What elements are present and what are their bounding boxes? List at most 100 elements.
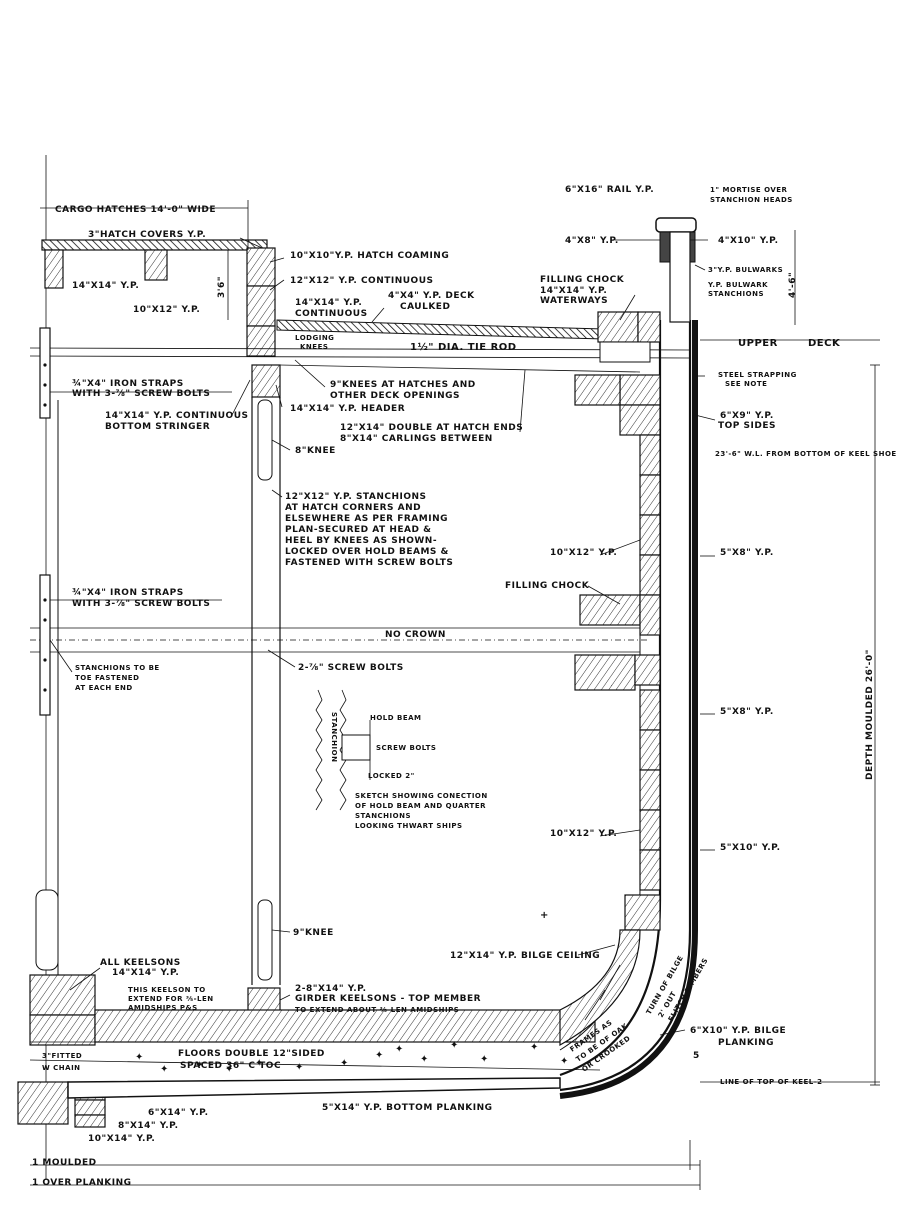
- label-bottom-planking: 5"X14" Y.P. BOTTOM PLANKING: [322, 1103, 493, 1113]
- label-locked: LOCKED 2": [368, 772, 415, 780]
- label-girder-b: GIRDER KEELSONS - TOP MEMBER: [295, 994, 481, 1004]
- dimension-lines: [30, 200, 880, 1190]
- label-sketch-b: OF HOLD BEAM AND QUARTER: [355, 802, 486, 810]
- label-girder-a: 2-8"X14" Y.P.: [295, 984, 367, 994]
- svg-text:✦: ✦: [225, 1064, 234, 1075]
- label-screw-bolts: 2-⅞" SCREW BOLTS: [298, 663, 404, 673]
- label-waterline: 23'-6" W.L. FROM BOTTOM OF KEEL SHOE: [715, 450, 897, 458]
- label-deck-a: 4"X4" Y.P. DECK: [388, 291, 475, 301]
- iron-straps-left: [39, 327, 51, 716]
- bolt-marks: ✦✦ ✦✦ ✦✦ ✦✦ ✦✦ ✦✦ ✦✦ +: [135, 910, 569, 1075]
- svg-text:✦: ✦: [295, 1062, 304, 1073]
- label-toe-a: STANCHIONS TO BE: [75, 664, 160, 672]
- label-10x12-low: 10"X12" Y.P.: [550, 829, 617, 839]
- label-sketch-c: STANCHIONS: [355, 812, 411, 820]
- label-6x14: 6"X14" Y.P.: [148, 1108, 209, 1118]
- label-12x12-continuous: 12"X12" Y.P. CONTINUOUS: [290, 276, 434, 286]
- label-14x14-yp: 14"X14" Y.P.: [72, 281, 139, 291]
- label-mortise-a: 1" MORTISE OVER: [710, 186, 788, 194]
- label-no-crown: NO CROWN: [385, 630, 446, 640]
- label-fitted-b: W CHAIN: [42, 1064, 81, 1072]
- label-sketch-a: SKETCH SHOWING CONECTION: [355, 792, 488, 800]
- svg-text:✦: ✦: [480, 1054, 489, 1065]
- label-floors-a: FLOORS DOUBLE 12"SIDED: [178, 1049, 325, 1059]
- label-iron-straps-2b: WITH 3-⅞" SCREW BOLTS: [72, 599, 210, 609]
- svg-text:+: +: [540, 910, 549, 921]
- central-stanchion: [251, 397, 281, 985]
- label-dim-46: 4'-6": [788, 272, 798, 298]
- label-4x10: 4"X10" Y.P.: [718, 236, 779, 246]
- label-bulwark-stanchions-b: STANCHIONS: [708, 290, 764, 298]
- label-top-sides-b: TOP SIDES: [718, 421, 776, 431]
- label-hatch-coaming: 10"X10"Y.P. HATCH COAMING: [290, 251, 449, 261]
- label-filling-chock-top: FILLING CHOCK: [540, 275, 625, 285]
- label-5x8-a: 5"X8" Y.P.: [720, 548, 774, 558]
- label-14x14-continuous-b: CONTINUOUS: [295, 309, 368, 319]
- label-bilge-planking-b: PLANKING: [718, 1038, 774, 1048]
- label-hold-beam: HOLD BEAM: [370, 714, 422, 722]
- leader-lines: [49, 237, 716, 1036]
- label-hatch-cover: 3"HATCH COVERS Y.P.: [88, 230, 206, 240]
- label-waterways-b: WATERWAYS: [540, 296, 608, 306]
- label-tie-rod: 1½" DIA. TIE ROD: [410, 342, 517, 353]
- label-over-planking: 1 OVER PLANKING: [32, 1178, 132, 1188]
- svg-text:✦: ✦: [530, 1042, 539, 1053]
- bulwarks: [655, 217, 697, 323]
- label-knees-hatch-b: OTHER DECK OPENINGS: [330, 391, 460, 401]
- label-lodging-knees-a: LODGING: [295, 334, 334, 342]
- label-screw-bolts-sketch: SCREW BOLTS: [376, 744, 436, 752]
- label-4x8: 4"X8" Y.P.: [565, 236, 619, 246]
- svg-text:✦: ✦: [450, 1040, 459, 1051]
- bilge-blocks: [559, 929, 641, 1047]
- svg-text:✦: ✦: [195, 1060, 204, 1071]
- label-stanchions-g: FASTENED WITH SCREW BOLTS: [285, 558, 453, 568]
- label-double-b: 8"X14" CARLINGS BETWEEN: [340, 434, 493, 444]
- label-8-knee: 8"KNEE: [295, 446, 336, 456]
- label-upper-deck-a: UPPER: [738, 338, 778, 349]
- label-top-sides-a: 6"X9" Y.P.: [720, 411, 774, 421]
- label-iron-straps-1b: WITH 3-⅞" SCREW BOLTS: [72, 389, 210, 399]
- label-double-a: 12"X14" DOUBLE AT HATCH ENDS: [340, 423, 523, 433]
- label-dim-36: 3'6": [217, 276, 227, 298]
- svg-text:✦: ✦: [560, 1056, 569, 1067]
- label-waterways-a: 14"X14" Y.P.: [540, 286, 607, 296]
- label-floors-b: SPACED 36" C TOC: [180, 1061, 281, 1071]
- label-fitted-a: 3"FITTED: [42, 1052, 82, 1060]
- label-upper-deck-b: DECK: [808, 338, 841, 349]
- hold-beam: [30, 627, 650, 653]
- label-steel-a: STEEL STRAPPING: [718, 371, 797, 379]
- label-9-knee: 9"KNEE: [293, 928, 334, 938]
- label-bilge-planking-a: 6"X10" Y.P. BILGE: [690, 1026, 786, 1036]
- label-toe-c: AT EACH END: [75, 684, 133, 692]
- hatch-cover: [41, 239, 268, 289]
- label-bulwark-stanchions-a: Y.P. BULWARK: [707, 281, 768, 289]
- label-depth: DEPTH MOULDED 26'-0": [865, 649, 875, 780]
- label-bulwarks: 3"Y.P. BULWARKS: [708, 266, 783, 274]
- label-knees-hatch-a: 9"KNEES AT HATCHES AND: [330, 380, 476, 390]
- label-keelson-note-c: AMIDSHIPS P&S: [128, 1004, 198, 1012]
- svg-text:✦: ✦: [420, 1054, 429, 1065]
- label-stanchions-b: AT HATCH CORNERS AND: [285, 503, 421, 513]
- label-10x12-yp-top: 10"X12" Y.P.: [133, 305, 200, 315]
- label-toe-b: TOE FASTENED: [75, 674, 139, 682]
- label-bottom-stringer-a: 14"X14" Y.P. CONTINUOUS: [105, 411, 249, 421]
- label-stanchions-d: PLAN-SECURED AT HEAD &: [285, 525, 431, 535]
- label-14x14-continuous-a: 14"X14" Y.P.: [295, 298, 362, 308]
- label-5x10: 5"X10" Y.P.: [720, 843, 781, 853]
- labels: CARGO HATCHES 14'-0" WIDE 3"HATCH COVERS…: [32, 185, 897, 1188]
- svg-text:✦: ✦: [160, 1064, 169, 1075]
- label-rail: 6"X16" RAIL Y.P.: [565, 185, 654, 195]
- hatch-coaming: [246, 247, 281, 398]
- label-keel-line: LINE OF TOP OF KEEL-2: [720, 1078, 823, 1086]
- label-dim-5: 5: [693, 1051, 700, 1061]
- center-keelson: [17, 400, 96, 1125]
- label-girder-c: TO EXTEND ABOUT ⅗-LEN AMIDSHIPS: [295, 1006, 459, 1014]
- label-stanchions-a: 12"X12" Y.P. STANCHIONS: [285, 492, 427, 502]
- label-keelson-note-a: THIS KEELSON TO: [128, 986, 206, 994]
- label-stanchions-c: ELSEWHERE AS PER FRAMING: [285, 514, 448, 524]
- waterway: [597, 311, 661, 363]
- svg-text:✦: ✦: [395, 1044, 404, 1055]
- label-10x12-mid: 10"X12" Y.P.: [550, 548, 617, 558]
- label-iron-straps-2a: ¾"X4" IRON STRAPS: [72, 588, 184, 598]
